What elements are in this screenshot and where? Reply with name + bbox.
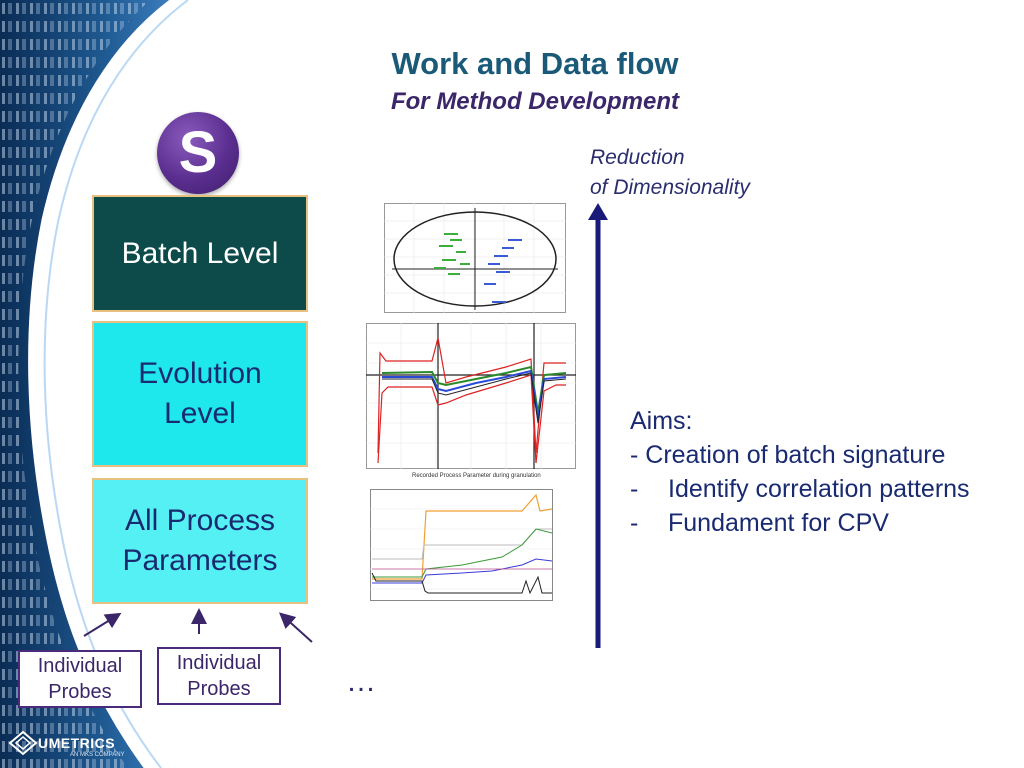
reduction-label: Reduction of Dimensionality	[590, 143, 750, 203]
umetrics-logo-icon	[8, 730, 38, 756]
aims-heading: Aims:	[630, 407, 693, 435]
process-parameters-plot-thumbnail: Recorded Process Parameter during granul…	[362, 469, 560, 609]
individual-probes-box-1: Individual Probes	[18, 650, 142, 708]
simca-logo: S	[157, 112, 239, 194]
probe-1-line-2: Probes	[48, 681, 112, 703]
evolution-label-line-2: Level	[164, 397, 236, 430]
aims-item-3-dash: -	[630, 509, 639, 537]
aims-item-2-dash: -	[630, 475, 639, 503]
allproc-label-line-2: Parameters	[122, 544, 278, 577]
allproc-label-line-1: All Process	[124, 504, 276, 537]
aims-item-2: - Identify correlation patterns	[630, 472, 970, 506]
reduction-line-2: of Dimensionality	[590, 176, 750, 199]
probe-2-line-1: Individual	[176, 652, 262, 674]
aims-list: Aims: - Creation of batch signature - Ide…	[630, 404, 970, 540]
aims-item-3-text: Fundament for CPV	[668, 509, 889, 537]
evolution-plot-thumbnail	[366, 323, 576, 469]
all-process-parameters-box: All Process Parameters	[92, 478, 308, 604]
slide-title: Work and Data flow	[391, 46, 679, 81]
chart3-title: Recorded Process Parameter during granul…	[412, 473, 541, 479]
probe-1-line-1: Individual	[37, 655, 123, 677]
reduction-line-1: Reduction	[590, 146, 685, 169]
brand-subtitle: AN MKS COMPANY	[70, 752, 125, 758]
batch-level-box: Batch Level	[92, 195, 308, 312]
slide-subtitle: For Method Development	[390, 88, 679, 115]
evolution-label-line-1: Evolution	[138, 357, 262, 390]
aims-item-1: - Creation of batch signature	[630, 441, 946, 469]
more-probes-ellipsis: …	[346, 665, 376, 698]
batch-level-label: Batch Level	[121, 236, 279, 270]
aims-item-2-text: Identify correlation patterns	[668, 475, 970, 503]
brand-name: UMETRICS	[38, 735, 116, 751]
probe-2-line-2: Probes	[187, 678, 251, 700]
score-plot-thumbnail	[384, 203, 566, 313]
evolution-level-box: Evolution Level	[92, 321, 308, 467]
aims-item-3: - Fundament for CPV	[630, 506, 970, 540]
individual-probes-box-2: Individual Probes	[157, 647, 281, 705]
